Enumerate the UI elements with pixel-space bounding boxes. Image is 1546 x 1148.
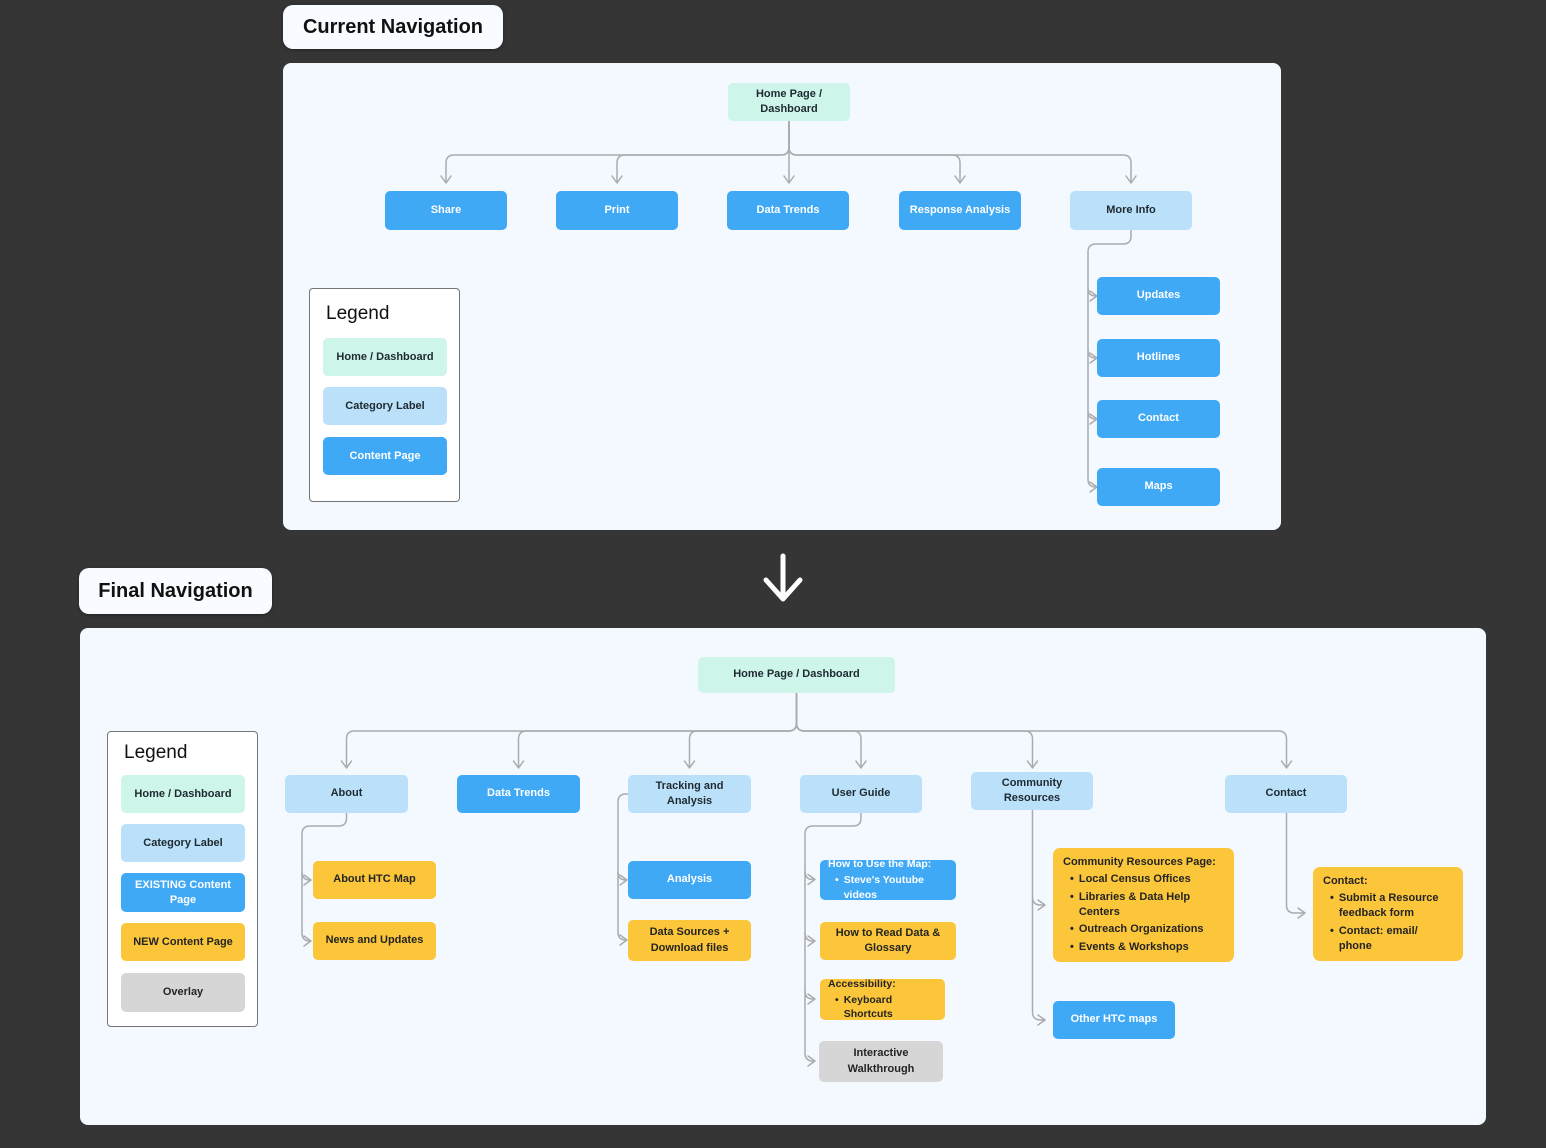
legend-swatch-category-label: Category Label: [121, 824, 245, 862]
node-label: Data Trends: [487, 787, 550, 800]
node-contact[interactable]: Contact: [1097, 400, 1220, 438]
node-data-trends[interactable]: Data Trends: [727, 191, 849, 230]
bullet-item: Libraries & Data Help Centers: [1063, 890, 1224, 921]
node-title: Community Resources Page:: [1063, 855, 1216, 868]
node-response-analysis[interactable]: Response Analysis: [899, 191, 1021, 230]
node-label: Contact: [1138, 412, 1179, 425]
node-title: Contact:: [1323, 874, 1368, 887]
node-interactive-walkthrough[interactable]: Interactive Walkthrough: [819, 1041, 943, 1082]
legend-title: Legend: [326, 303, 390, 324]
node-updates[interactable]: Updates: [1097, 277, 1220, 315]
node-how-to-use-map[interactable]: How to Use the Map: Steve's Youtube vide…: [820, 858, 956, 902]
node-accessibility[interactable]: Accessibility: Keyboard Shortcuts: [820, 977, 945, 1022]
legend-label: Home / Dashboard: [134, 787, 232, 800]
node-label: About: [330, 787, 363, 800]
node-home-dashboard[interactable]: Home Page / Dashboard: [728, 83, 850, 121]
legend-label: Category Label: [345, 399, 425, 412]
bullet-item: Keyboard Shortcuts: [828, 993, 937, 1022]
bullet-item: Submit a Resource feedback form: [1323, 891, 1453, 922]
legend-label: Home / Dashboard: [336, 350, 434, 363]
node-analysis[interactable]: Analysis: [628, 861, 751, 899]
bullet-item: Outreach Organizations: [1063, 922, 1204, 937]
node-label: Maps: [1144, 480, 1173, 493]
node-label: How to Read Data & Glossary: [835, 926, 941, 954]
node-label: Updates: [1136, 289, 1181, 302]
down-arrow-icon: [763, 553, 803, 602]
node-tracking-and-analysis[interactable]: Tracking and Analysis: [628, 775, 751, 813]
legend-swatch-existing-content-page: EXISTING Content Page: [121, 873, 245, 912]
node-label: Community Resources: [1001, 776, 1063, 804]
bullet-item: Events & Workshops: [1063, 940, 1189, 955]
node-label: Hotlines: [1136, 351, 1181, 364]
node-title: How to Use the Map:: [828, 858, 932, 871]
node-label: Home Page / Dashboard: [755, 87, 823, 115]
node-maps[interactable]: Maps: [1097, 468, 1220, 506]
legend-label: NEW Content Page: [133, 935, 233, 948]
node-contact[interactable]: Contact: [1225, 775, 1347, 813]
legend-current: Legend Home / Dashboard Category Label C…: [309, 288, 460, 502]
current-navigation-title: Current Navigation: [283, 5, 503, 49]
node-label: Response Analysis: [909, 203, 1011, 216]
node-how-to-read-data[interactable]: How to Read Data & Glossary: [820, 922, 956, 960]
legend-swatch-content-page: Content Page: [323, 437, 447, 475]
legend-label: Content Page: [349, 449, 421, 462]
bullet-item: Steve's Youtube videos: [828, 873, 948, 902]
legend-swatch-home-dashboard: Home / Dashboard: [121, 775, 245, 813]
node-label: Data Sources + Download files: [649, 926, 730, 954]
legend-label: Overlay: [162, 986, 204, 999]
node-label: Tracking and Analysis: [655, 779, 724, 807]
legend-swatch-category-label: Category Label: [323, 387, 447, 425]
node-community-resources-page[interactable]: Community Resources Page: Local Census O…: [1053, 848, 1234, 962]
final-navigation-title: Final Navigation: [79, 568, 272, 614]
node-label: Share: [430, 203, 462, 216]
node-data-trends[interactable]: Data Trends: [457, 775, 580, 813]
node-title: Accessibility:: [828, 977, 896, 990]
node-about[interactable]: About: [285, 775, 408, 813]
node-label: Data Trends: [756, 203, 820, 216]
node-label: Analysis: [666, 873, 713, 886]
node-label: About HTC Map: [333, 873, 416, 886]
final-navigation-title-text: Final Navigation: [98, 579, 253, 602]
node-hotlines[interactable]: Hotlines: [1097, 339, 1220, 377]
current-navigation-title-text: Current Navigation: [302, 15, 484, 38]
node-label: Home Page / Dashboard: [733, 668, 860, 681]
node-share[interactable]: Share: [385, 191, 507, 230]
node-news-and-updates[interactable]: News and Updates: [313, 922, 436, 960]
node-data-sources-download[interactable]: Data Sources + Download files: [628, 920, 751, 961]
node-more-info[interactable]: More Info: [1070, 191, 1192, 230]
node-other-htc-maps[interactable]: Other HTC maps: [1053, 1001, 1175, 1039]
legend-swatch-home-dashboard: Home / Dashboard: [323, 338, 447, 376]
node-about-htc-map[interactable]: About HTC Map: [313, 861, 436, 899]
node-label: More Info: [1106, 203, 1156, 216]
node-print[interactable]: Print: [556, 191, 678, 230]
node-label: Interactive Walkthrough: [847, 1047, 915, 1075]
legend-label: EXISTING Content Page: [135, 879, 231, 906]
bullet-item: Contact: email/ phone: [1323, 924, 1453, 955]
legend-swatch-overlay: Overlay: [121, 973, 245, 1012]
node-label: Print: [604, 203, 630, 216]
connector-lines: [301, 692, 1306, 1067]
node-home-dashboard[interactable]: Home Page / Dashboard: [698, 657, 895, 693]
node-label: News and Updates: [325, 934, 424, 947]
node-label: User Guide: [831, 787, 891, 800]
legend-final: Legend Home / Dashboard Category Label E…: [107, 731, 258, 1027]
legend-title: Legend: [124, 742, 188, 763]
legend-swatch-new-content-page: NEW Content Page: [121, 923, 245, 961]
legend-label: Category Label: [143, 836, 223, 849]
node-user-guide[interactable]: User Guide: [800, 775, 922, 813]
node-contact-page[interactable]: Contact: Submit a Resource feedback form…: [1313, 867, 1463, 961]
bullet-item: Local Census Offices: [1063, 872, 1191, 887]
node-label: Contact: [1265, 787, 1307, 800]
current-navigation-panel: Home Page / Dashboard Share Print Data T…: [283, 63, 1281, 530]
final-navigation-panel: Home Page / Dashboard About Data Trends …: [80, 628, 1486, 1125]
node-label: Other HTC maps: [1070, 1013, 1158, 1026]
node-community-resources[interactable]: Community Resources: [971, 772, 1093, 810]
